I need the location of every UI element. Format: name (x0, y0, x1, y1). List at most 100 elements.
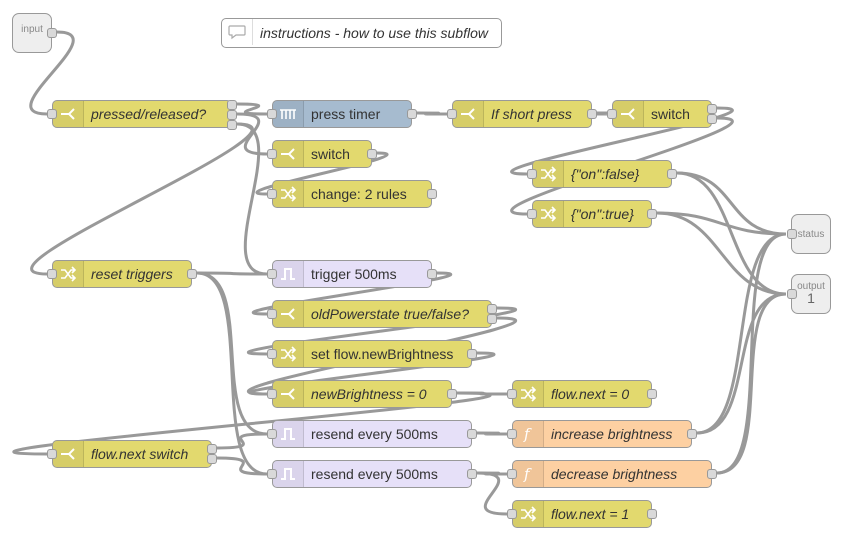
input-port[interactable] (267, 309, 277, 319)
wire[interactable] (252, 271, 452, 316)
node-label: switch (311, 146, 350, 162)
wire[interactable] (476, 431, 508, 436)
wire[interactable] (248, 351, 496, 396)
trig-node[interactable]: trigger 500ms (267, 260, 437, 288)
subflow-output-1[interactable]: output 1 (787, 274, 831, 314)
pressed-node[interactable]: pressed/released? (47, 100, 237, 130)
output-port[interactable] (227, 120, 237, 130)
wire[interactable] (696, 292, 787, 435)
wire[interactable] (216, 456, 268, 476)
output-port[interactable] (707, 104, 717, 114)
output-port[interactable] (207, 444, 217, 454)
input-port[interactable] (267, 429, 277, 439)
change-node[interactable]: change: 2 rules (267, 180, 437, 208)
ontrue-node[interactable]: {"on":true} (527, 200, 657, 228)
oldps-node[interactable]: oldPowerstate true/false? (267, 300, 497, 328)
sw1-node[interactable]: switch (607, 100, 717, 128)
output-port[interactable] (207, 454, 217, 464)
output-port[interactable] (427, 189, 437, 199)
input-port[interactable] (507, 469, 517, 479)
input-port[interactable] (267, 469, 277, 479)
input-port[interactable] (447, 109, 457, 119)
setbr-node[interactable]: set flow.newBrightness (267, 340, 477, 368)
output-port[interactable] (647, 509, 657, 519)
input-port[interactable] (267, 149, 277, 159)
wire[interactable] (696, 232, 787, 435)
output-port[interactable] (227, 110, 237, 120)
wire[interactable] (716, 292, 787, 475)
resend1-node[interactable]: resend every 500ms (267, 420, 477, 448)
subflow-input-port[interactable] (47, 28, 57, 38)
output-port[interactable] (467, 469, 477, 479)
sw2-node[interactable]: switch (267, 140, 377, 168)
input-port[interactable] (47, 449, 57, 459)
input-port[interactable] (507, 509, 517, 519)
wire[interactable] (29, 30, 75, 116)
wire[interactable] (416, 111, 448, 116)
output-port[interactable] (367, 149, 377, 159)
wire[interactable] (255, 151, 389, 196)
output-port[interactable] (467, 429, 477, 439)
wire[interactable] (656, 211, 787, 236)
output-1-port[interactable] (787, 289, 797, 299)
output-port[interactable] (667, 169, 677, 179)
status-output-port[interactable] (787, 229, 797, 239)
wire[interactable] (216, 432, 268, 450)
output-port[interactable] (487, 314, 497, 324)
output-port[interactable] (687, 429, 697, 439)
wire[interactable] (456, 391, 508, 396)
next0-node[interactable]: flow.next = 0 (507, 380, 657, 408)
subflow-output-status[interactable]: status (787, 214, 831, 254)
nextsw-node[interactable]: flow.next switch (47, 440, 217, 468)
output-port[interactable] (187, 269, 197, 279)
input-port[interactable] (607, 109, 617, 119)
onfalse-node[interactable]: {"on":false} (527, 160, 677, 188)
resend2-node[interactable]: resend every 500ms (267, 460, 477, 488)
wire[interactable] (236, 102, 268, 116)
input-port[interactable] (507, 389, 517, 399)
input-port[interactable] (267, 389, 277, 399)
wire[interactable] (510, 106, 734, 176)
wire[interactable] (246, 306, 518, 356)
wire[interactable] (196, 271, 268, 476)
wire[interactable] (30, 122, 254, 276)
wire[interactable] (716, 232, 787, 475)
short-node[interactable]: If short press (447, 100, 597, 128)
timer-node[interactable]: press timer (267, 100, 417, 128)
wire[interactable] (656, 211, 787, 296)
reset-node[interactable]: reset triggers (47, 260, 197, 288)
newbr-node[interactable]: newBrightness = 0 (267, 380, 457, 408)
subflow-input[interactable]: input (12, 13, 57, 53)
output-port[interactable] (407, 109, 417, 119)
input-port[interactable] (267, 189, 277, 199)
output-port[interactable] (447, 389, 457, 399)
output-port[interactable] (487, 304, 497, 314)
output-port[interactable] (587, 109, 597, 119)
wire[interactable] (676, 171, 787, 296)
input-port[interactable] (267, 109, 277, 119)
next1-node[interactable]: flow.next = 1 (507, 500, 657, 528)
input-port[interactable] (507, 429, 517, 439)
input-port[interactable] (47, 269, 57, 279)
output-port[interactable] (227, 100, 237, 110)
input-port[interactable] (527, 169, 537, 179)
output-number: 1 (807, 290, 815, 306)
wire[interactable] (12, 391, 492, 456)
output-port[interactable] (707, 469, 717, 479)
input-port[interactable] (267, 269, 277, 279)
input-port[interactable] (47, 109, 57, 119)
wire[interactable] (676, 171, 787, 236)
input-port[interactable] (267, 349, 277, 359)
wire[interactable] (196, 271, 268, 276)
output-port[interactable] (647, 209, 657, 219)
output-port[interactable] (427, 269, 437, 279)
output-port[interactable] (647, 389, 657, 399)
input-port[interactable] (527, 209, 537, 219)
comment-node[interactable]: instructions - how to use this subflow (221, 18, 502, 48)
output-port[interactable] (467, 349, 477, 359)
output-port[interactable] (707, 114, 717, 124)
wire[interactable] (236, 122, 268, 276)
wire[interactable] (476, 471, 508, 516)
